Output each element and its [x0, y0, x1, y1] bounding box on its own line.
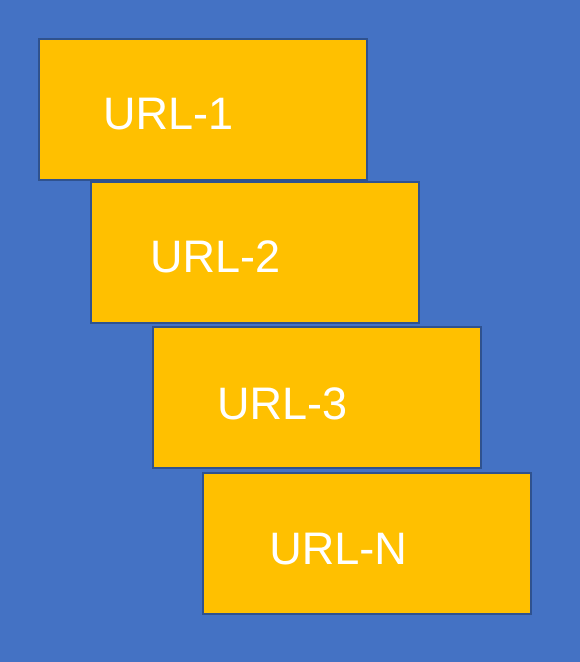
url-1-label: URL-1 — [102, 88, 234, 139]
url-2-label: URL-2 — [149, 231, 281, 282]
url-2-box: URL-2 — [90, 181, 420, 324]
url-n-box: URL-N — [202, 472, 532, 615]
url-3-box: URL-3 — [152, 326, 482, 469]
url-3-label: URL-3 — [216, 378, 348, 429]
url-n-label: URL-N — [269, 523, 407, 574]
url-1-box: URL-1 — [38, 38, 368, 181]
